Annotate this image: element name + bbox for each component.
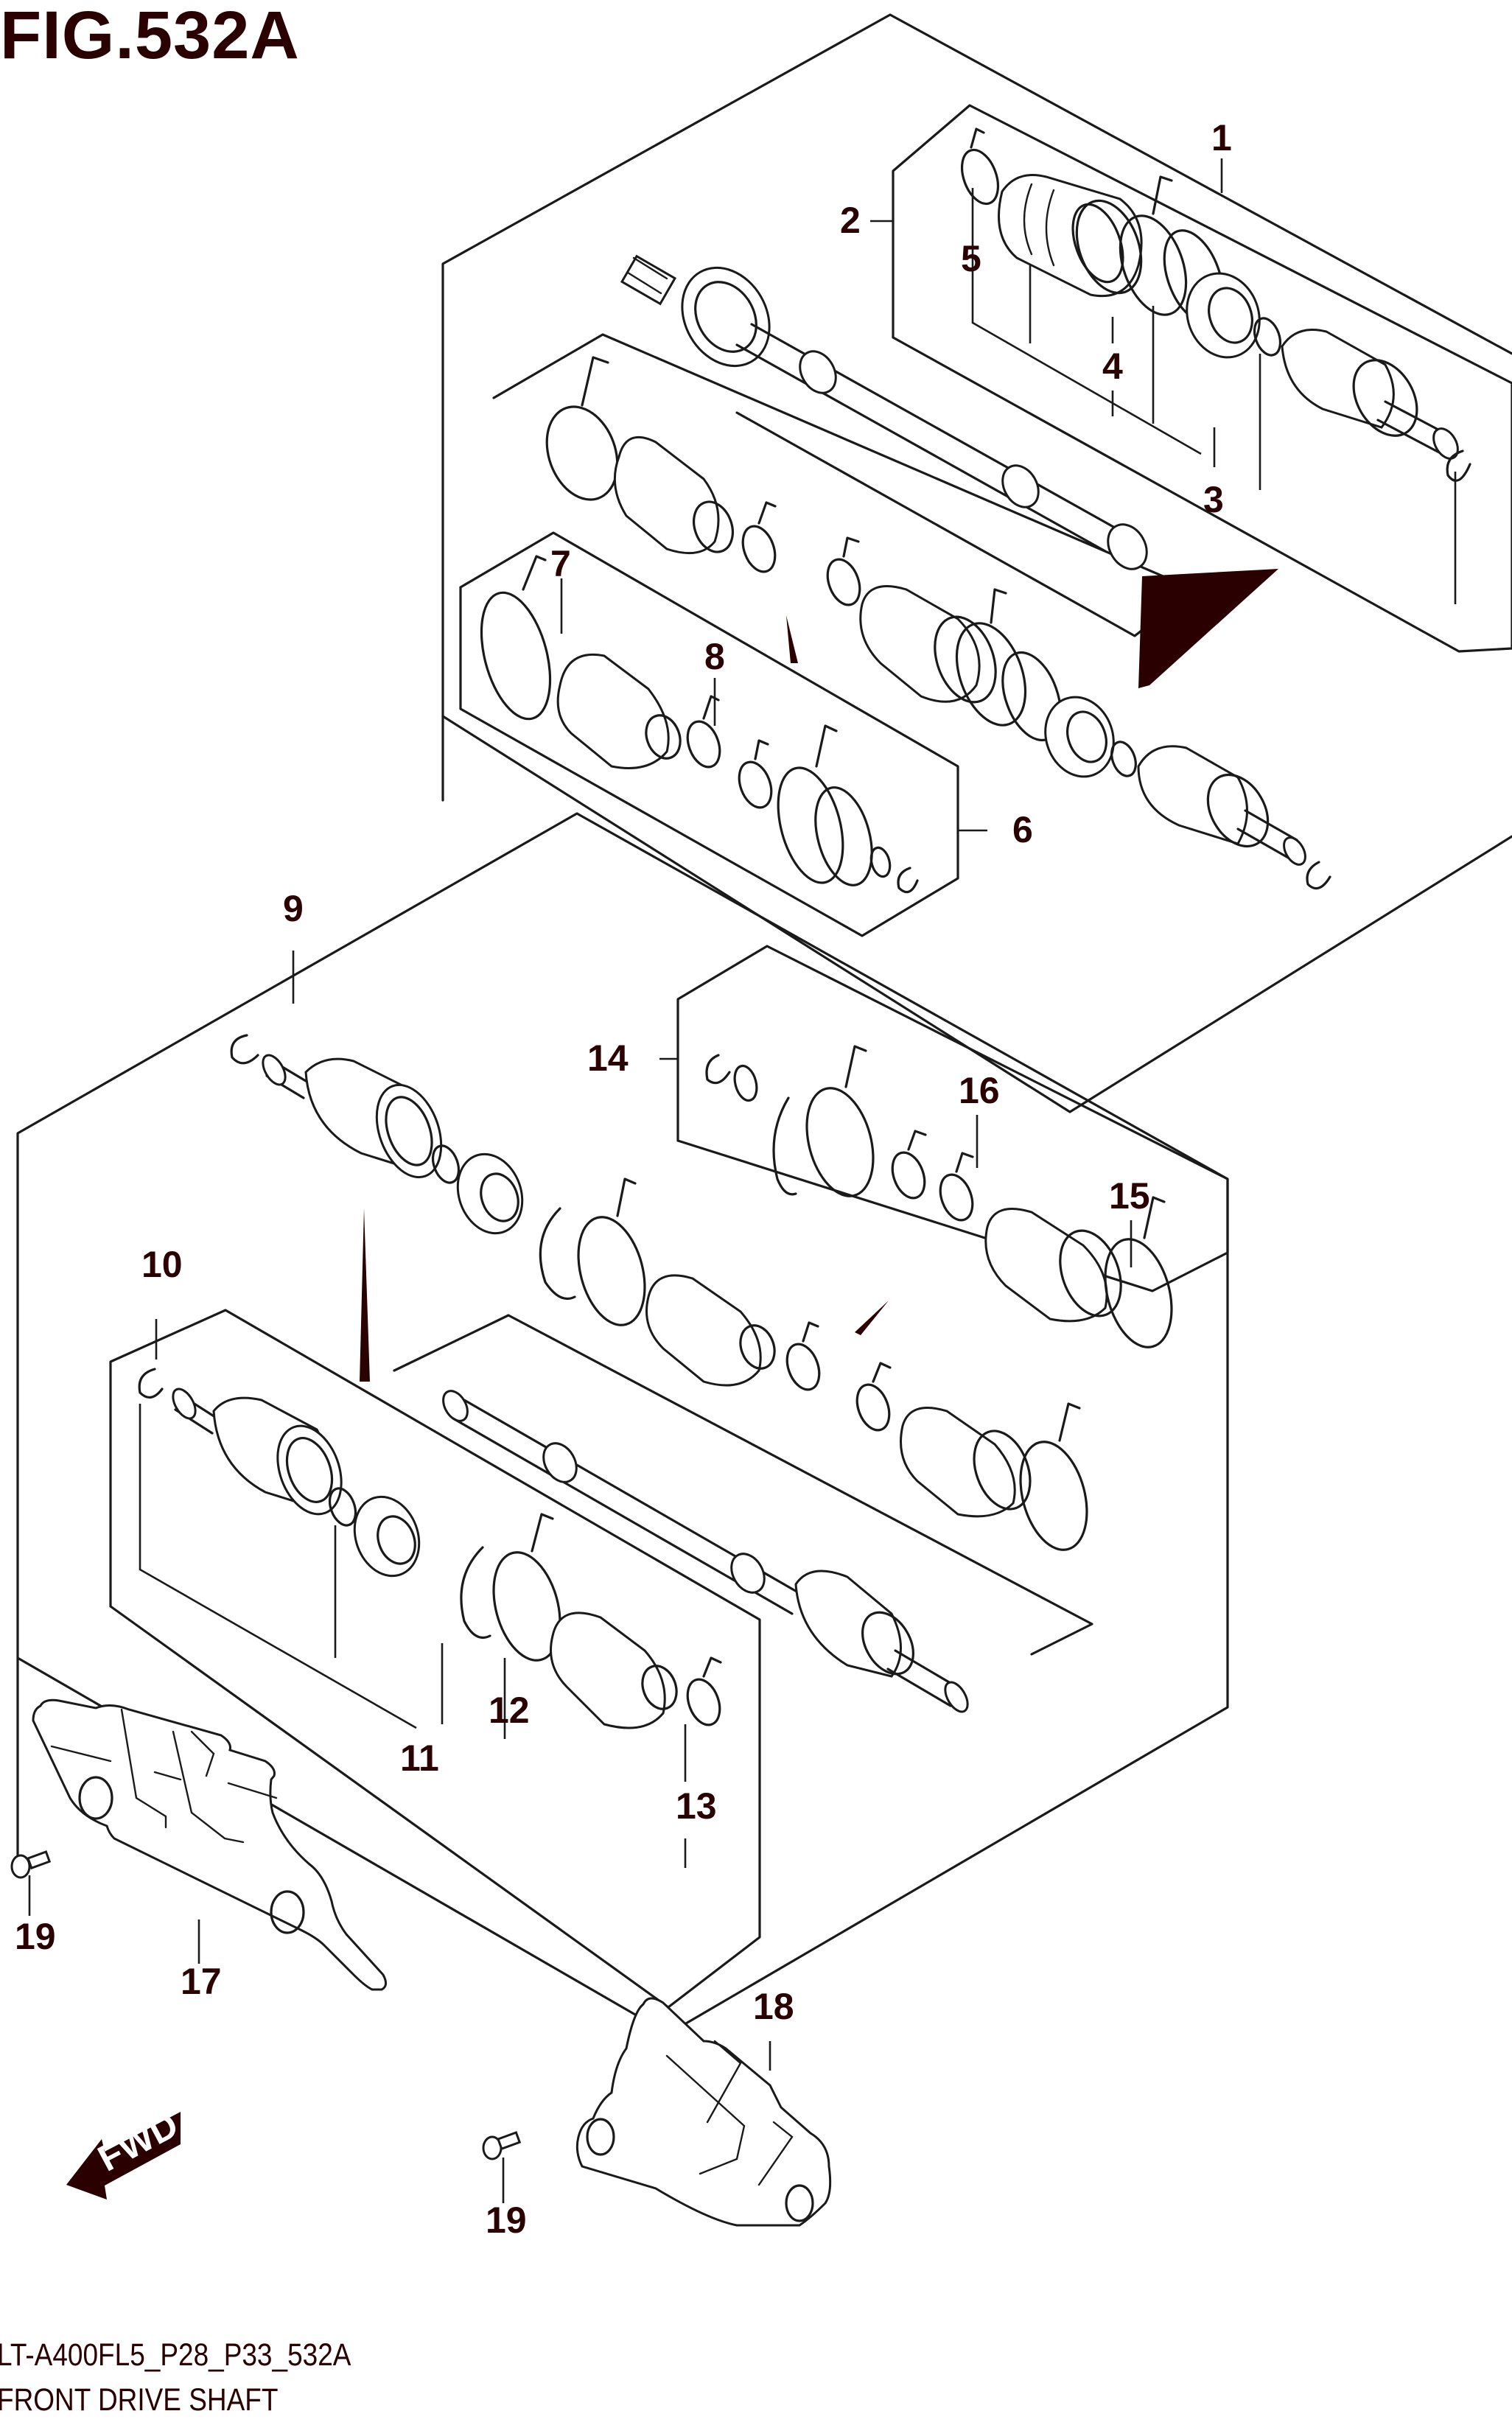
callout-19-left[interactable]: 19 (15, 1916, 56, 1957)
part-boot-clamp-small-upper-strip (741, 501, 777, 573)
part-boot-clamp-small-14 (891, 1130, 927, 1200)
part-boot-clamp-large-lower-strip (1019, 1402, 1088, 1551)
part-inner-race-housing-lower (262, 1054, 443, 1179)
part-circlip-10 (138, 1368, 164, 1399)
part-boot-upper-strip (613, 435, 734, 555)
callout-10[interactable]: 10 (141, 1244, 183, 1285)
part-snap-ring-14 (772, 1096, 797, 1196)
part-circlip-lower-mid (431, 1144, 461, 1184)
callout-15[interactable]: 15 (1109, 1175, 1150, 1217)
callout-3[interactable]: 3 (1203, 479, 1224, 520)
callout-2[interactable]: 2 (840, 200, 861, 241)
part-bearing-cage-10 (353, 1495, 421, 1578)
part-boot-14 (984, 1208, 1122, 1323)
part-skid-guard-18 (575, 1997, 832, 2227)
part-bearing-cage-upper (1186, 272, 1261, 359)
part-skid-guard-17 (32, 1698, 387, 1991)
panel-shaft-strip-lower (393, 1314, 1093, 1656)
part-circlip-lower-inner (230, 1034, 259, 1065)
part-circlip-end-upper (1446, 449, 1471, 482)
callout-labels: 1 2 3 4 5 6 7 8 9 10 11 12 13 14 15 16 1… (15, 117, 1232, 2241)
panel-boot-set-14 (676, 945, 1229, 1292)
forward-label: FWD (91, 2104, 185, 2180)
part-boot-lower (645, 1274, 776, 1387)
callout-4[interactable]: 4 (1102, 346, 1123, 387)
part-circlip-11 (328, 1487, 357, 1527)
part-axle-shaft-upper (735, 323, 1148, 570)
part-boot-clamp-small-13 (686, 1656, 722, 1726)
part-snap-ring-11 (460, 1546, 491, 1640)
callout-9[interactable]: 9 (283, 888, 304, 929)
part-circlip-end-mid (1306, 861, 1331, 890)
part-boot-clamp-large-6c (777, 724, 844, 884)
part-circlip-6 (869, 846, 919, 894)
panel-upper-assembly-bottom (441, 715, 1512, 1113)
part-axle-shaft-lower (442, 1390, 805, 1615)
part-snap-ring-lower (539, 1207, 576, 1301)
part-boot-clamp-large-15 (1104, 1196, 1173, 1348)
panel-outer-joint-set (892, 104, 1512, 653)
part-boot-clamp-small-6b (738, 739, 773, 809)
part-inner-race-housing-10 (172, 1388, 343, 1516)
part-snap-ring-6 (814, 786, 873, 886)
forward-arrow-icon (66, 2112, 181, 2200)
part-boot-clamp-small-mid (826, 536, 861, 606)
section-title: FRONT DRIVE SHAFT (0, 2382, 279, 2418)
callout-1[interactable]: 1 (1211, 117, 1232, 158)
part-boot-lower-strip (900, 1407, 1032, 1518)
callout-7[interactable]: 7 (550, 543, 571, 584)
part-circlip-mid (1110, 741, 1137, 777)
part-bolt-19-left (10, 1850, 52, 1916)
part-circlip-14 (705, 1054, 758, 1102)
part-boot-clamp-small-lower-strip (855, 1362, 892, 1432)
panel-inner-joint-set (109, 1309, 761, 2009)
part-boot-clamp-large-4 (1119, 175, 1188, 316)
callout-17[interactable]: 17 (181, 1961, 222, 2002)
part-boot-clamp-small-5 (960, 127, 1000, 206)
part-bolt-19-right (482, 2131, 522, 2203)
part-boot-clamp-small-16 (939, 1152, 974, 1222)
part-outer-cv-joint-upper (620, 254, 771, 368)
part-boot-clamp-large-14 (805, 1045, 875, 1197)
part-circlip-upper-3 (1253, 317, 1282, 357)
leader-lines (139, 158, 1457, 2071)
part-boot-clamp-large-12 (492, 1513, 561, 1662)
part-boot-clamp-large-upper-strip (545, 356, 619, 501)
explode-mark-upper-right (1138, 569, 1278, 688)
panel-upper-assembly (441, 13, 1512, 802)
part-bearing-cage-mid (1044, 696, 1115, 778)
part-boot-clamp-large-mid (955, 588, 1027, 727)
part-boot-mid (859, 585, 997, 704)
callout-14[interactable]: 14 (587, 1037, 629, 1079)
panel-boot-set (459, 531, 959, 937)
callout-12[interactable]: 12 (489, 1690, 530, 1731)
part-outer-race-housing-upper (1281, 329, 1459, 460)
part-bearing-cage-lower (456, 1152, 524, 1235)
figure-title: FIG.532A (0, 0, 300, 73)
part-boot-upper-outer (998, 174, 1143, 298)
callout-6[interactable]: 6 (1012, 809, 1033, 850)
part-outer-cv-joint-lower (794, 1570, 969, 1713)
part-boot-6 (556, 653, 682, 769)
part-inner-race-housing-mid (1137, 745, 1306, 866)
callout-11[interactable]: 11 (400, 1738, 439, 1779)
callout-19-right[interactable]: 19 (486, 2200, 527, 2241)
panel-shaft-strip (492, 333, 1195, 637)
forward-direction-marker: FWD (66, 2104, 185, 2200)
explode-mark-lower-center (360, 1208, 370, 1382)
model-code: LT-A400FL5_P28_P33_532A (0, 2337, 351, 2373)
callout-13[interactable]: 13 (676, 1785, 717, 1827)
part-boot-clamp-large-lower (577, 1177, 646, 1326)
callout-16[interactable]: 16 (959, 1070, 1000, 1111)
callout-5[interactable]: 5 (961, 238, 981, 279)
callout-8[interactable]: 8 (704, 636, 725, 677)
explode-direction-marks (360, 569, 1278, 1382)
part-boot-clamp-small-lower (785, 1321, 821, 1391)
callout-18[interactable]: 18 (753, 1986, 794, 2027)
explode-mark-lower-right (855, 1301, 889, 1335)
explode-mark-upper-left (786, 615, 798, 663)
part-boot-clamp-small-8 (686, 695, 721, 769)
part-boot-clamp-large-7 (480, 555, 552, 721)
part-boot-10 (550, 1612, 678, 1729)
